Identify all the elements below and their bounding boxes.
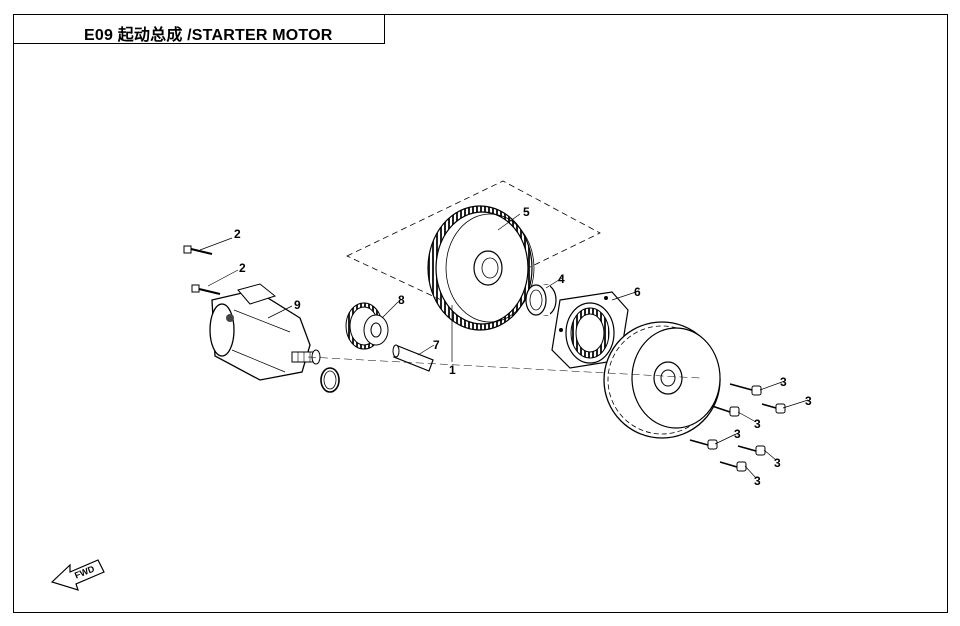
callout-idle-gear: 8: [398, 293, 405, 307]
assembly-axis: [307, 356, 701, 379]
callout-bolt-3-e: 3: [734, 427, 741, 441]
callout-bolt-3-a: 3: [780, 375, 787, 389]
starter-motor[interactable]: [209, 283, 321, 381]
bolt-2-lower[interactable]: [191, 284, 221, 295]
callout-needle-bearing: 4: [558, 272, 565, 286]
callout-bolt-3-f: 3: [754, 474, 761, 488]
callout-shaft: 7: [433, 338, 440, 352]
needle-bearing[interactable]: [525, 284, 557, 316]
bolt-3-e[interactable]: [689, 439, 718, 450]
bolt-3-b[interactable]: [761, 403, 786, 414]
callout-gear-assembly: 1: [449, 363, 456, 377]
leader-lines: [199, 213, 809, 479]
one-way-clutch[interactable]: [551, 291, 629, 369]
callout-one-way-clutch: 6: [634, 285, 641, 299]
gear-shaft[interactable]: [392, 344, 434, 372]
idle-gear[interactable]: [345, 302, 389, 350]
callout-bolt-3-c: 3: [754, 417, 761, 431]
flywheel-rotor[interactable]: [603, 321, 721, 439]
callout-bolt-3-d: 3: [774, 456, 781, 470]
bolt-3-a[interactable]: [729, 383, 762, 396]
assembly-group-outline: [346, 180, 601, 306]
callout-bolt-2-lower: 2: [239, 261, 246, 275]
callout-bolt-2-upper: 2: [234, 227, 241, 241]
callout-starter-motor: 9: [294, 298, 301, 312]
callout-bolt-3-b: 3: [805, 394, 812, 408]
bolt-3-f[interactable]: [719, 461, 747, 472]
bolt-3-d[interactable]: [737, 445, 766, 456]
page-title: E09 起动总成 /STARTER MOTOR: [84, 27, 333, 44]
drawing-frame: [13, 14, 948, 613]
o-ring[interactable]: [320, 367, 340, 393]
title-box: E09 起动总成 /STARTER MOTOR: [13, 14, 385, 44]
driven-gear[interactable]: [427, 205, 535, 331]
bolt-2-upper[interactable]: [183, 245, 213, 255]
fwd-arrow: FWD: [50, 559, 105, 591]
callout-driven-gear: 5: [523, 205, 530, 219]
bolt-3-c[interactable]: [711, 405, 740, 417]
